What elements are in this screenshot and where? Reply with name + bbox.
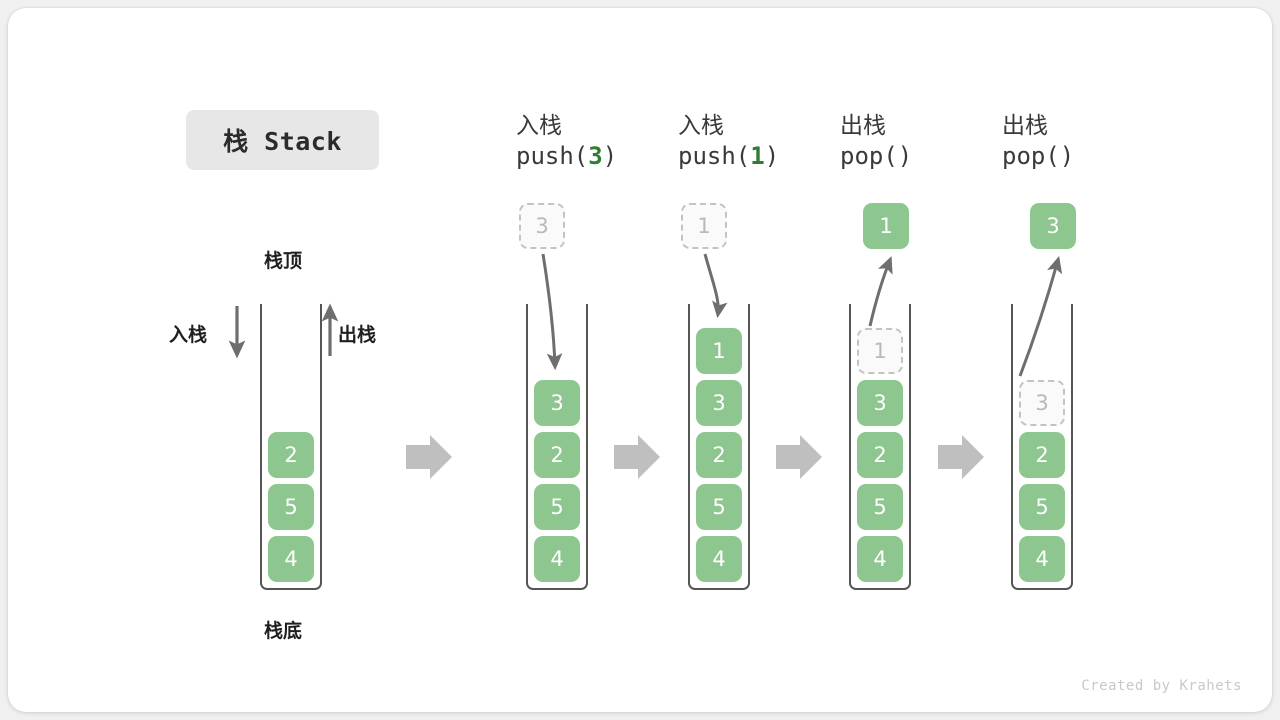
stack-cell: 1 xyxy=(696,328,742,374)
floating-value-pop-1: 1 xyxy=(863,203,909,249)
diagram-stage: 栈 Stack 栈顶 栈底 入栈 出栈 入栈 push(3) 入栈 push(1… xyxy=(8,8,1272,712)
stack-cell: 2 xyxy=(268,432,314,478)
stack-cell: 5 xyxy=(696,484,742,530)
step-arrow xyxy=(938,435,984,479)
floating-value-push-3: 3 xyxy=(519,203,565,249)
push-argument: 3 xyxy=(588,142,603,171)
watermark: Created by Krahets xyxy=(1081,678,1242,694)
stack-cell: 5 xyxy=(1019,484,1065,530)
stack-cell: 4 xyxy=(696,536,742,582)
stack-cell: 2 xyxy=(1019,432,1065,478)
stack-bottom-label: 栈底 xyxy=(263,620,302,642)
stack-cell: 5 xyxy=(268,484,314,530)
column-heading-pop-3: 出栈 pop() xyxy=(1002,112,1172,172)
column-heading-cn: 出栈 xyxy=(840,113,886,139)
stack-cell: 5 xyxy=(857,484,903,530)
stack-cell: 2 xyxy=(696,432,742,478)
stack-rail-initial xyxy=(260,304,322,590)
column-heading-push-1: 入栈 push(1) xyxy=(678,112,848,172)
column-heading-push-3: 入栈 push(3) xyxy=(516,112,686,172)
column-heading-code: push(3) xyxy=(516,142,618,171)
floating-value-push-1: 1 xyxy=(681,203,727,249)
column-heading-code: pop() xyxy=(1002,142,1075,171)
stack-rail-pop-3 xyxy=(1011,304,1073,590)
floating-value-pop-3: 3 xyxy=(1030,203,1076,249)
stack-cell-removed: 3 xyxy=(1019,380,1065,426)
column-heading-cn: 出栈 xyxy=(1002,113,1048,139)
column-heading-cn: 入栈 xyxy=(678,113,724,139)
stack-cell: 4 xyxy=(268,536,314,582)
title-chip: 栈 Stack xyxy=(186,110,379,170)
stack-cell: 4 xyxy=(857,536,903,582)
stack-cell: 4 xyxy=(1019,536,1065,582)
stack-top-label: 栈顶 xyxy=(263,250,302,272)
pop-side-label: 出栈 xyxy=(338,324,377,346)
stack-cell: 4 xyxy=(534,536,580,582)
column-heading-code: pop() xyxy=(840,142,913,171)
stack-cell: 3 xyxy=(534,380,580,426)
diagram-card: 栈 Stack 栈顶 栈底 入栈 出栈 入栈 push(3) 入栈 push(1… xyxy=(8,8,1272,712)
stack-cell: 2 xyxy=(857,432,903,478)
stack-rail-pop-1 xyxy=(849,304,911,590)
stack-cell-removed: 1 xyxy=(857,328,903,374)
step-arrow xyxy=(614,435,660,479)
step-arrow xyxy=(406,435,452,479)
stack-cell: 3 xyxy=(696,380,742,426)
push-argument: 1 xyxy=(750,142,765,171)
stack-rail-push-3 xyxy=(526,304,588,590)
stack-cell: 2 xyxy=(534,432,580,478)
stack-cell: 3 xyxy=(857,380,903,426)
step-arrow xyxy=(776,435,822,479)
column-heading-pop-1: 出栈 pop() xyxy=(840,112,1010,172)
column-heading-code: push(1) xyxy=(678,142,780,171)
stack-rail-push-1 xyxy=(688,304,750,590)
stack-cell: 5 xyxy=(534,484,580,530)
column-heading-cn: 入栈 xyxy=(516,113,562,139)
push-side-label: 入栈 xyxy=(169,324,208,346)
